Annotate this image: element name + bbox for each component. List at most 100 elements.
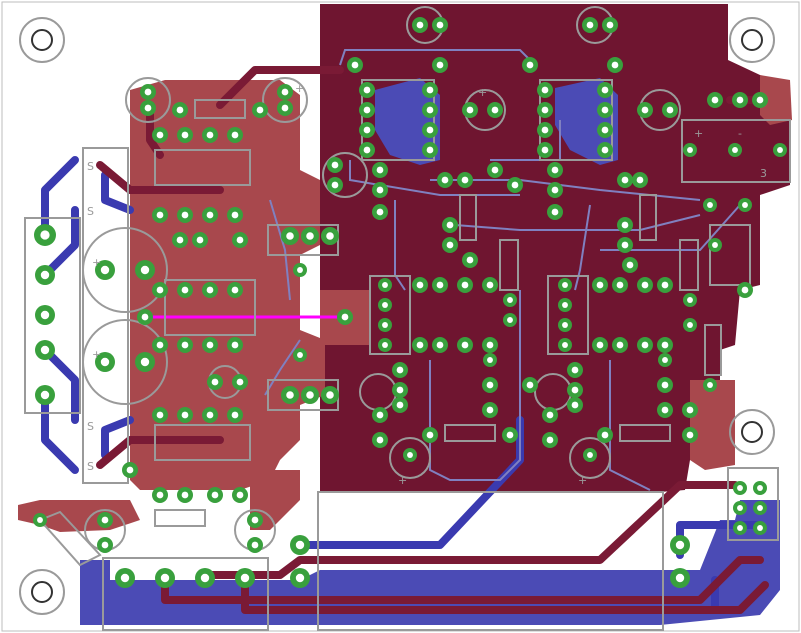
pad-hole bbox=[426, 431, 434, 439]
pad-hole bbox=[737, 485, 743, 491]
cap-plus-c: + bbox=[478, 86, 487, 99]
pad-hole bbox=[396, 401, 404, 409]
pad-hole bbox=[661, 281, 669, 289]
pad-hole bbox=[100, 357, 110, 367]
pad-hole bbox=[507, 297, 513, 303]
pad-hole bbox=[596, 341, 604, 349]
pad-hole bbox=[436, 281, 444, 289]
pad-hole bbox=[416, 281, 424, 289]
pad-hole bbox=[176, 106, 184, 114]
pad-hole bbox=[551, 186, 559, 194]
pad-hole bbox=[396, 366, 404, 374]
pad-hole bbox=[466, 106, 474, 114]
pad-hole bbox=[236, 236, 244, 244]
s-mark-4: S bbox=[87, 460, 94, 473]
pad-hole bbox=[736, 96, 744, 104]
pad-hole bbox=[37, 517, 43, 523]
pad-hole bbox=[436, 21, 444, 29]
pad-hole bbox=[331, 161, 339, 169]
pin-label-minus: - bbox=[738, 127, 742, 140]
pad-hole bbox=[757, 485, 763, 491]
pad-hole bbox=[295, 573, 305, 583]
pad-hole bbox=[662, 357, 668, 363]
pad-hole bbox=[382, 322, 388, 328]
pad-hole bbox=[156, 341, 164, 349]
pad-hole bbox=[712, 242, 718, 248]
pad-hole bbox=[297, 352, 303, 358]
pad-hole bbox=[616, 341, 624, 349]
pad-hole bbox=[601, 106, 609, 114]
pad-hole bbox=[675, 573, 685, 583]
pad-hole bbox=[286, 232, 294, 240]
pad-hole bbox=[382, 302, 388, 308]
pad-hole bbox=[40, 390, 50, 400]
pad-hole bbox=[446, 241, 454, 249]
pad-hole bbox=[306, 232, 314, 240]
pad-hole bbox=[611, 61, 619, 69]
pad-hole bbox=[551, 208, 559, 216]
silk-text: + + + + + + S S S S + - 3 bbox=[87, 82, 767, 487]
pad-hole bbox=[687, 297, 693, 303]
s-mark-2: S bbox=[87, 205, 94, 218]
pad-hole bbox=[446, 221, 454, 229]
pad-hole bbox=[160, 573, 170, 583]
copper-pour-blue-left-island bbox=[375, 78, 440, 165]
pad-hole bbox=[661, 381, 669, 389]
mounting-hole-rings bbox=[31, 29, 763, 603]
mounting-hole-top-left[interactable] bbox=[19, 17, 65, 63]
pad-hole bbox=[621, 241, 629, 249]
pad-hole bbox=[526, 61, 534, 69]
pad-hole bbox=[571, 366, 579, 374]
pad-hole bbox=[101, 516, 109, 524]
pad-hole bbox=[156, 286, 164, 294]
output-connector-bottom[interactable] bbox=[102, 557, 269, 631]
pad-hole bbox=[596, 281, 604, 289]
pad-hole bbox=[306, 391, 314, 399]
trimmer-right-top[interactable] bbox=[681, 119, 791, 183]
pad-hole bbox=[376, 208, 384, 216]
pad-hole bbox=[436, 61, 444, 69]
mounting-hole-right-mid[interactable] bbox=[729, 409, 775, 455]
big-capacitor-lower[interactable] bbox=[82, 319, 168, 405]
pad-hole bbox=[562, 322, 568, 328]
pad-hole bbox=[606, 21, 614, 29]
pad-hole bbox=[601, 126, 609, 134]
power-connector-left[interactable] bbox=[24, 217, 81, 414]
mounting-hole-bottom-left[interactable] bbox=[19, 569, 65, 615]
pad-hole bbox=[40, 270, 50, 280]
pad-hole bbox=[156, 411, 164, 419]
pad-hole bbox=[737, 505, 743, 511]
pad-hole bbox=[587, 452, 593, 458]
pad-hole bbox=[491, 106, 499, 114]
header-right-bottom[interactable] bbox=[727, 467, 779, 541]
pad-hole bbox=[546, 411, 554, 419]
copper-pour-right-top-strip bbox=[760, 75, 792, 125]
pad-hole bbox=[331, 181, 339, 189]
pad-hole bbox=[251, 516, 259, 524]
big-capacitor-upper[interactable] bbox=[82, 227, 168, 313]
pad-hole bbox=[206, 211, 214, 219]
copper-pour-right-lower bbox=[690, 380, 735, 470]
pad-hole bbox=[621, 176, 629, 184]
pad-hole bbox=[326, 232, 334, 240]
pad-hole bbox=[621, 221, 629, 229]
pad-hole bbox=[616, 281, 624, 289]
pad-hole bbox=[351, 61, 359, 69]
pad-hole bbox=[562, 342, 568, 348]
pad-hole bbox=[156, 211, 164, 219]
pad-hole bbox=[200, 573, 210, 583]
pad-hole bbox=[363, 86, 371, 94]
pad-hole bbox=[286, 391, 294, 399]
pad-hole bbox=[256, 106, 264, 114]
pad-hole bbox=[757, 525, 763, 531]
mounting-hole-top-right[interactable] bbox=[729, 17, 775, 63]
pad-hole bbox=[601, 86, 609, 94]
pad-hole bbox=[236, 491, 244, 499]
pad-hole bbox=[487, 357, 493, 363]
cap-plus-b: + bbox=[578, 474, 587, 487]
pad-hole bbox=[144, 104, 152, 112]
pad-hole bbox=[407, 452, 413, 458]
pad-hole bbox=[196, 236, 204, 244]
pad-hole bbox=[777, 147, 783, 153]
